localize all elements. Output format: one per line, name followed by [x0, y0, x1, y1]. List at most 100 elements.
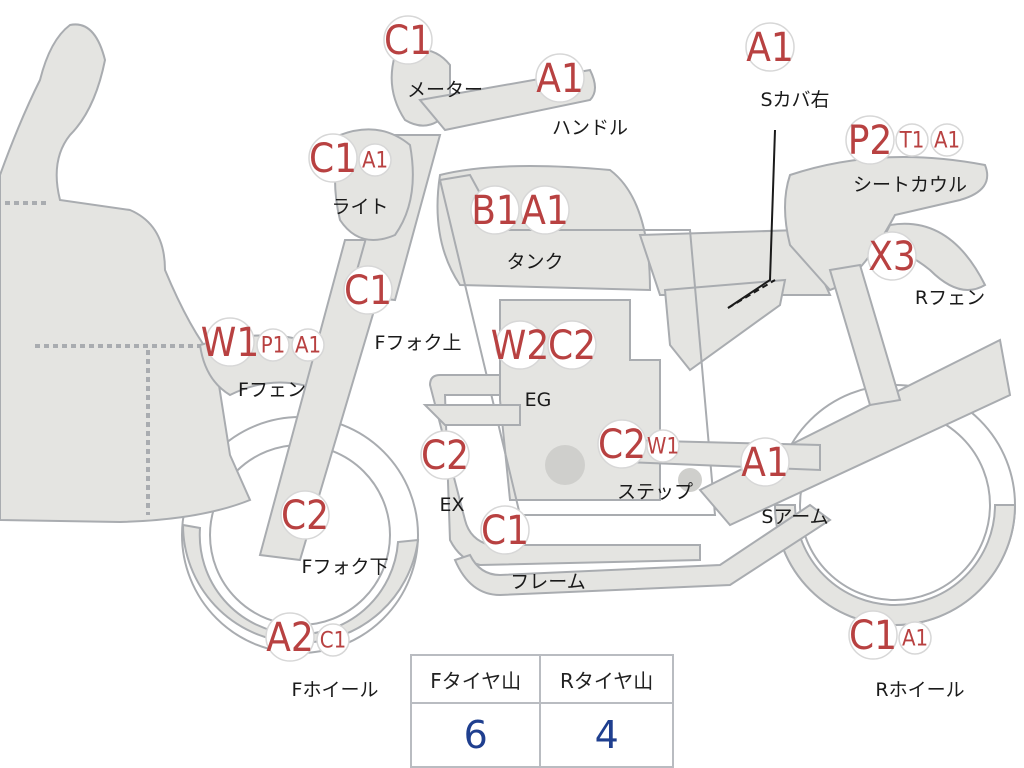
code-badge — [930, 123, 964, 157]
code-badge — [740, 437, 790, 487]
rear-tire-header: Rタイヤ山 — [539, 654, 674, 704]
code-label: C1 — [309, 136, 357, 182]
part-label: フレーム — [510, 571, 585, 593]
code-label: C2 — [421, 433, 469, 479]
part-label: タンク — [506, 251, 563, 273]
code-label: A1 — [295, 334, 321, 359]
part-label: EG — [525, 389, 552, 411]
part-label: Sアーム — [761, 506, 828, 528]
callout-handle: A1 ハンドル — [535, 53, 628, 139]
step-peg-shape — [678, 468, 702, 492]
code-badge — [848, 610, 898, 660]
engine-cover-shape — [545, 445, 585, 485]
rear-tire-value: 4 — [539, 702, 674, 768]
part-label: シートカウル — [853, 174, 967, 196]
code-badge — [205, 317, 255, 367]
code-label: A1 — [902, 627, 928, 652]
code-label: X3 — [868, 234, 916, 280]
code-badge — [265, 612, 315, 662]
code-badge — [597, 419, 647, 469]
part-label: Rフェン — [915, 287, 985, 309]
part-label: Fフォク下 — [302, 556, 389, 578]
code-badge — [898, 621, 932, 655]
code-badge — [745, 22, 795, 72]
callout-meter: C1 メーター — [383, 15, 483, 101]
part-label: Fホイール — [292, 679, 379, 701]
code-label: C1 — [344, 268, 392, 314]
code-badge — [547, 320, 597, 370]
code-label: C1 — [849, 613, 897, 659]
code-badge — [358, 143, 392, 177]
part-label: Fフェン — [238, 379, 306, 401]
code-label: W1 — [201, 320, 259, 366]
part-label: ライト — [331, 196, 388, 218]
code-label: A1 — [536, 56, 584, 102]
exhaust-shape — [422, 404, 521, 426]
part-label: EX — [439, 494, 464, 516]
side-cover-shape — [663, 278, 787, 372]
code-label: C1 — [384, 18, 432, 64]
code-badge — [646, 429, 680, 463]
front-tire-header: Fタイヤ山 — [409, 654, 542, 704]
code-label: A1 — [934, 129, 960, 154]
part-label: Rホイール — [875, 679, 964, 701]
code-badge — [480, 505, 530, 555]
code-badge — [280, 490, 330, 540]
seat-shape — [638, 228, 832, 296]
rear-wheel-rim-shape — [773, 504, 1017, 626]
front-cowl-shape — [0, 23, 252, 524]
code-badge — [867, 231, 917, 281]
code-label: C2 — [598, 422, 646, 468]
code-label: W1 — [647, 435, 679, 460]
frame-lower-shape — [453, 503, 832, 597]
part-label: ハンドル — [552, 117, 628, 139]
code-badge — [256, 328, 290, 362]
frame-loop-shape — [428, 374, 701, 567]
rear-shock-shape — [828, 263, 902, 407]
code-badge — [845, 115, 895, 165]
front-tire-value: 6 — [409, 702, 542, 768]
s-cover-leader-line — [727, 129, 776, 309]
code-badge — [308, 133, 358, 183]
part-label: メーター — [407, 79, 483, 101]
code-label: C2 — [548, 323, 596, 369]
part-label: ステップ — [617, 481, 693, 503]
s-cover-leader-dash — [727, 279, 776, 309]
part-label: Fフォク上 — [375, 332, 462, 354]
code-label: C2 — [281, 493, 329, 539]
seat-cowl-shape — [784, 156, 989, 292]
code-badge — [343, 265, 393, 315]
code-badge — [383, 15, 433, 65]
code-label: P1 — [261, 334, 286, 359]
tire-tread-table: Fタイヤ山 Rタイヤ山 6 4 — [409, 654, 674, 768]
code-label: A2 — [266, 615, 314, 661]
code-label: A1 — [746, 25, 794, 71]
code-label: A1 — [741, 440, 789, 486]
code-label: C1 — [481, 508, 529, 554]
code-badge — [495, 320, 545, 370]
part-label: Sカバ右 — [760, 89, 829, 111]
code-badge — [520, 185, 570, 235]
code-label: T1 — [899, 129, 925, 154]
code-label: B1 — [471, 188, 519, 234]
front-wheel-rim-shape — [181, 523, 420, 644]
swing-arm-shape — [698, 338, 1012, 527]
code-label: P2 — [848, 118, 893, 164]
code-badge — [895, 123, 929, 157]
code-label: A1 — [521, 188, 569, 234]
